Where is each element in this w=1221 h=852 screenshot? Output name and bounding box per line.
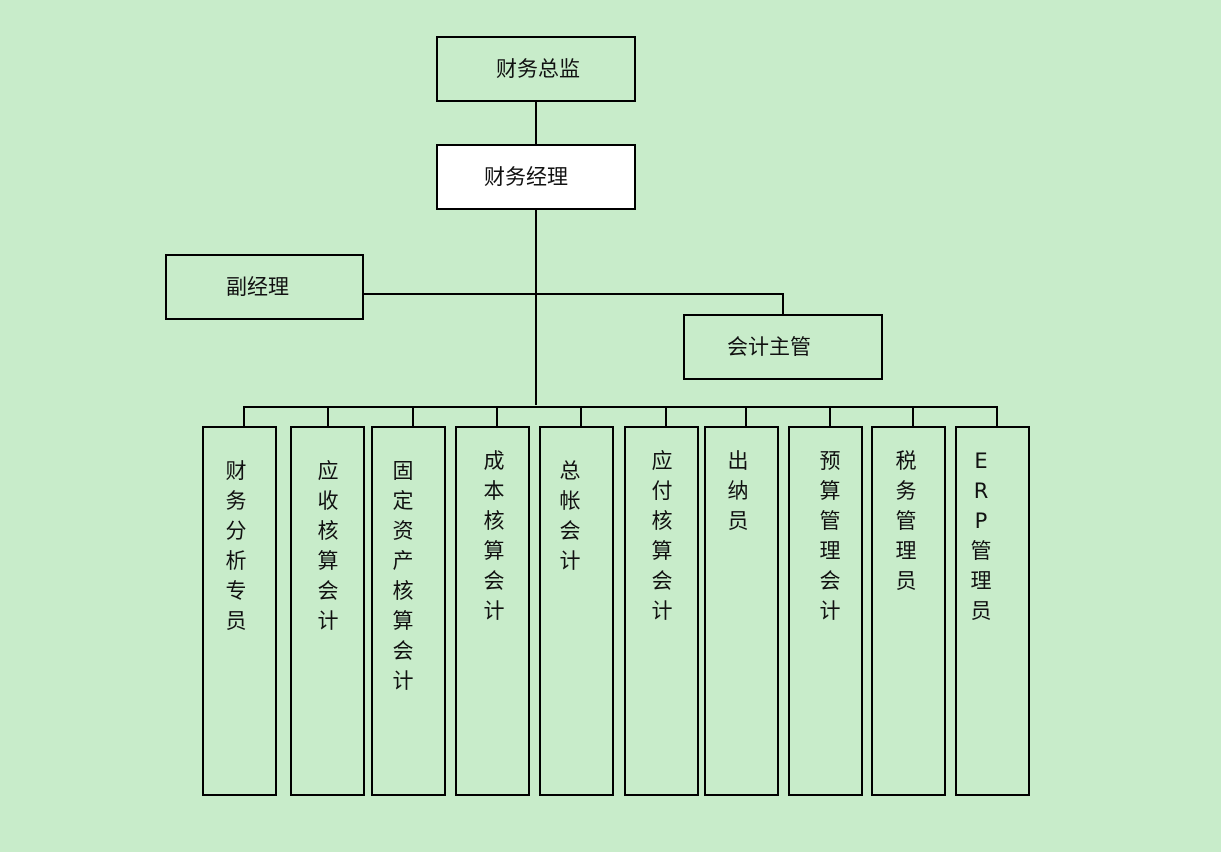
staff-label: 出纳员 [727, 449, 749, 533]
staff-label: 预算管理会计 [819, 449, 841, 623]
staff-label: 应付核算会计 [651, 449, 673, 623]
staff-box-receivables-accountant: 应收核算会计 [290, 426, 365, 796]
staff-label: 总帐会计 [559, 459, 581, 573]
staff-box-tax-administrator: 税务管理员 [871, 426, 946, 796]
staff-box-financial-analyst: 财务分析专员 [202, 426, 277, 796]
director-label: 财务总监 [496, 57, 580, 81]
deputy-label: 副经理 [226, 275, 289, 299]
staff-label: 财务分析专员 [225, 459, 247, 633]
staff-box-cost-accountant: 成本核算会计 [455, 426, 530, 796]
staff-label: 税务管理员 [895, 449, 917, 593]
supervisor-box: 会计主管 [683, 314, 883, 380]
staff-box-cashier: 出纳员 [704, 426, 779, 796]
staff-label: 应收核算会计 [317, 459, 339, 633]
staff-label: 成本核算会计 [483, 449, 505, 623]
director-box: 财务总监 [436, 36, 636, 102]
supervisor-label: 会计主管 [727, 335, 811, 359]
manager-label: 财务经理 [484, 165, 568, 189]
manager-box: 财务经理 [436, 144, 636, 210]
staff-box-erp-administrator: ERP管理员 [955, 426, 1030, 796]
staff-box-payables-accountant: 应付核算会计 [624, 426, 699, 796]
staff-box-general-ledger-accountant: 总帐会计 [539, 426, 614, 796]
deputy-box: 副经理 [165, 254, 364, 320]
staff-label: ERP管理员 [970, 449, 992, 623]
staff-label: 固定资产核算会计 [392, 459, 414, 693]
staff-box-fixed-assets-accountant: 固定资产核算会计 [371, 426, 446, 796]
staff-box-budget-accountant: 预算管理会计 [788, 426, 863, 796]
